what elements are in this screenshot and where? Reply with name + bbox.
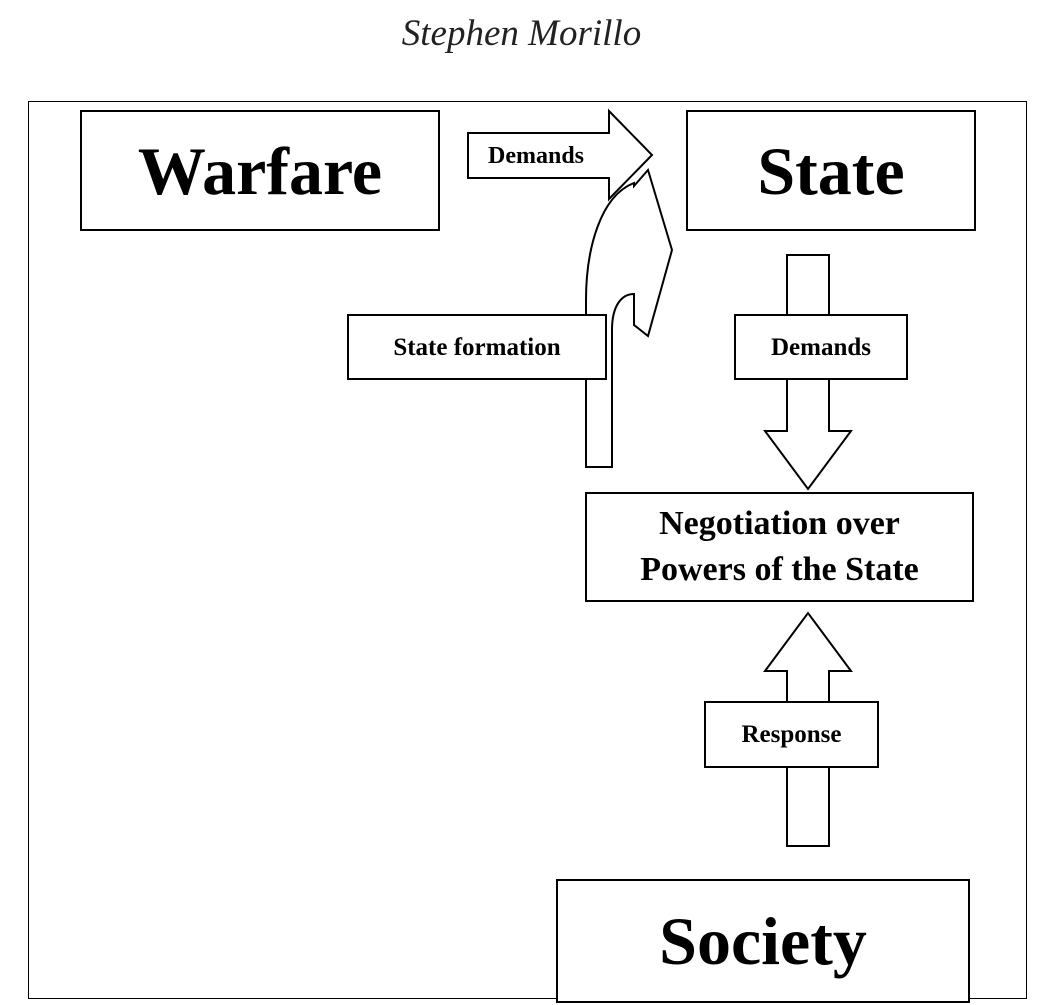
node-warfare-label: Warfare <box>137 132 383 209</box>
arrow-warfare-to-state <box>467 108 654 202</box>
label-warfare-demands: Demands <box>488 143 585 169</box>
diagram-frame <box>28 101 1027 999</box>
node-negotiation: Negotiation over Powers of the State <box>585 492 974 602</box>
label-state-demands: Demands <box>734 314 908 380</box>
node-negotiation-line1: Negotiation over <box>659 505 900 542</box>
node-negotiation-line2: Powers of the State <box>640 551 919 588</box>
node-state-label: State <box>757 132 905 209</box>
node-society: Society <box>556 879 970 1003</box>
node-warfare: Warfare <box>80 110 440 231</box>
page-header-author: Stephen Morillo <box>401 13 642 54</box>
node-society-label: Society <box>659 903 867 979</box>
arrow-state-formation <box>585 167 674 468</box>
label-society-response: Response <box>704 701 879 768</box>
label-state-formation: State formation <box>347 314 607 380</box>
node-state: State <box>686 110 976 231</box>
